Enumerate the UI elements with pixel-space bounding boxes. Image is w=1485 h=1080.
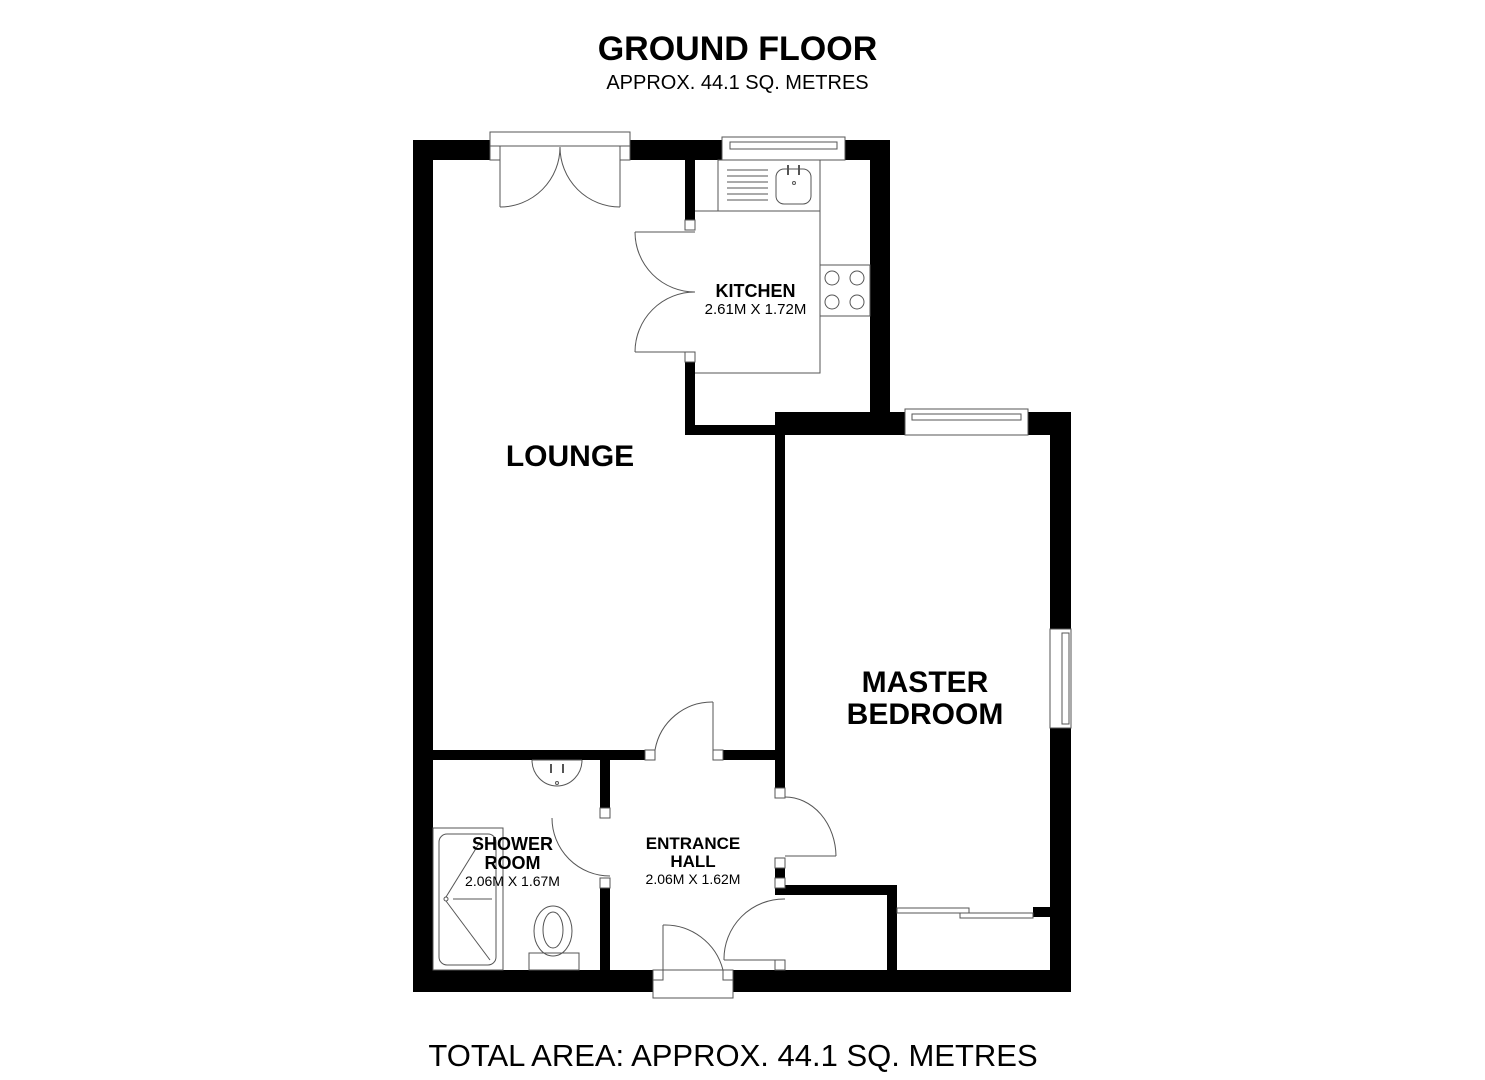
kitchen-dimensions: 2.61M X 1.72M: [704, 301, 807, 318]
room-label-master-bedroom: MASTER BEDROOM: [820, 668, 1030, 730]
kitchen-name: KITCHEN: [715, 281, 796, 301]
lounge-name: LOUNGE: [505, 440, 635, 473]
entrance-hall-dimensions: 2.06M X 1.62M: [645, 871, 741, 887]
room-label-entrance-hall: ENTRANCE HALL 2.06M X 1.62M: [628, 835, 758, 886]
master-bedroom-name-line2: BEDROOM: [846, 698, 1004, 731]
master-bedroom-name-line1: MASTER: [861, 666, 989, 699]
floor-area-subtitle: APPROX. 44.1 SQ. METRES: [606, 72, 869, 94]
walls: [413, 140, 1071, 992]
room-label-shower-room: SHOWER ROOM 2.06M X 1.67M: [455, 835, 570, 888]
room-label-lounge: LOUNGE: [470, 442, 670, 472]
shower-room-name-line1: SHOWER: [472, 834, 553, 854]
room-label-kitchen: KITCHEN 2.61M X 1.72M: [683, 282, 828, 317]
entrance-hall-name-line1: ENTRANCE: [645, 834, 741, 853]
shower-room-dimensions: 2.06M X 1.67M: [465, 873, 560, 889]
total-area-footer: TOTAL AREA: APPROX. 44.1 SQ. METRES: [428, 1038, 1038, 1073]
shower-room-name-line2: ROOM: [484, 853, 541, 873]
entrance-hall-name-line2: HALL: [670, 852, 716, 871]
fixtures: [432, 131, 1072, 999]
floor-title: GROUND FLOOR: [597, 30, 878, 68]
